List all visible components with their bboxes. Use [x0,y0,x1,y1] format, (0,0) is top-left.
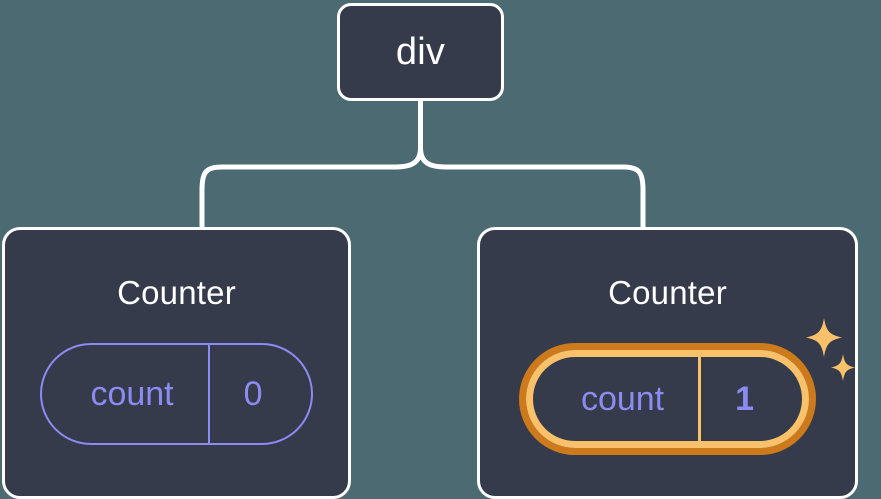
connector-branch-right [418,145,646,230]
state-pill-left-value: 0 [243,375,263,413]
node-counter-left-label: Counter [117,274,236,311]
state-pill-right-name: count [580,380,665,418]
node-counter-right-label: Counter [608,274,727,311]
node-root-div[interactable]: div [337,3,504,101]
node-counter-left[interactable]: Counter count 0 [2,227,351,499]
state-pill-right-value: 1 [735,380,755,418]
state-pill-divider-highlight-icon [698,357,702,441]
state-pill-divider-icon [207,345,210,443]
state-pill-right-highlight-ring: count 1 [518,343,817,455]
state-pill-right[interactable]: count 1 [525,350,810,448]
node-counter-right[interactable]: Counter count 1 [477,227,858,499]
state-pill-left-name: count [90,375,174,413]
state-pill-wrap-left: count 0 [5,343,348,445]
connector-branch-left [199,145,423,230]
state-pill-left[interactable]: count 0 [40,343,313,445]
state-pill-wrap-right: count 1 [480,343,855,455]
node-root-label: div [395,31,446,73]
